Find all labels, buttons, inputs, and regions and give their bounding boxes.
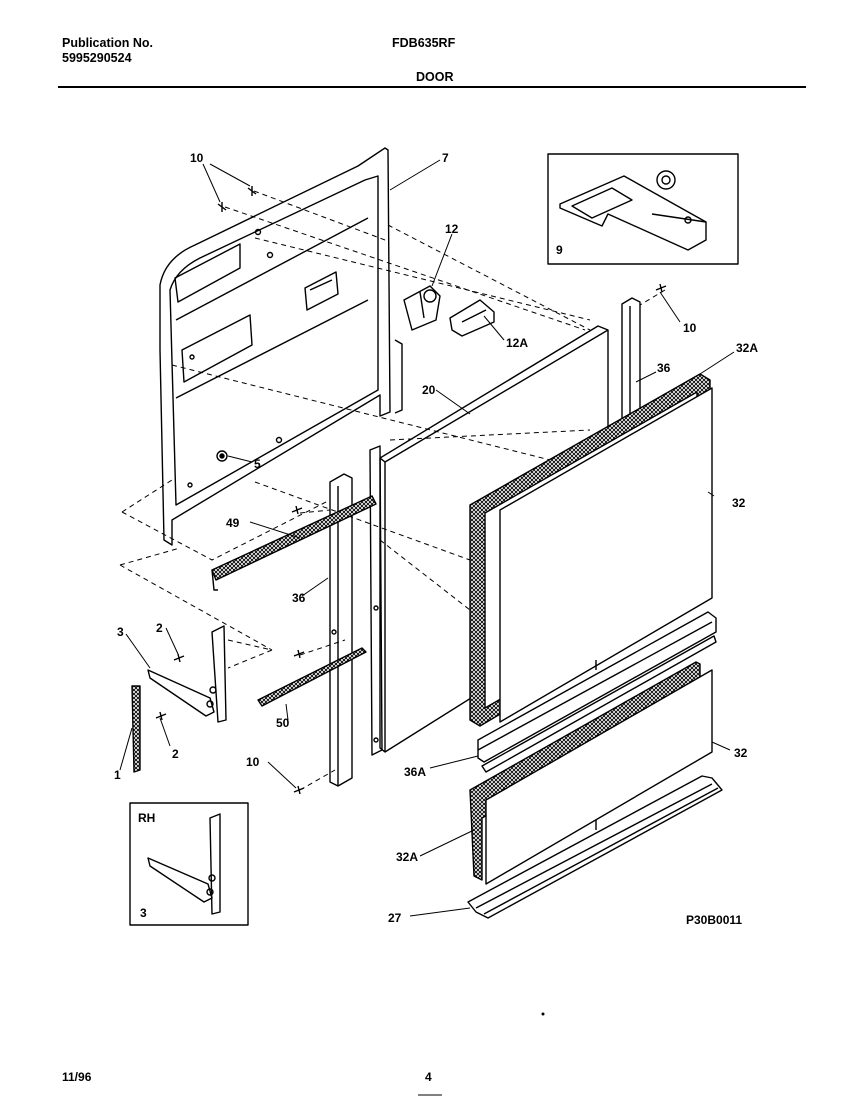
callout-27: 27 — [388, 911, 402, 925]
inset-rh-label: RH — [138, 811, 155, 825]
leader-lines — [119, 159, 735, 917]
kick-plate-27 — [467, 775, 723, 919]
footer-page-number: 4 — [425, 1070, 432, 1084]
lower-panel-32 — [469, 661, 713, 885]
callout-12A: 12A — [506, 336, 528, 350]
callout-32-upper: 32 — [732, 496, 746, 510]
callout-36-right: 36 — [657, 361, 671, 375]
hinge-3 — [147, 625, 227, 723]
screws-2 — [155, 505, 305, 721]
section-title: DOOR — [416, 70, 454, 84]
part-12-switch — [403, 285, 441, 331]
screw-10-right — [655, 283, 667, 293]
callout-7: 7 — [442, 151, 449, 165]
part-49-strip — [211, 495, 377, 591]
callout-3-inset: 3 — [140, 906, 147, 920]
callout-36-left: 36 — [292, 591, 306, 605]
bottom-trim-36A — [477, 611, 717, 773]
callout-3: 3 — [117, 625, 124, 639]
side-trim-36-right — [621, 297, 641, 425]
spring-1 — [131, 685, 141, 773]
footer-date: 11/96 — [62, 1070, 92, 1084]
callout-5: 5 — [254, 457, 261, 471]
callout-50: 50 — [276, 716, 290, 730]
part-12A-latch — [449, 299, 495, 337]
callout-20: 20 — [422, 383, 436, 397]
inner-door-frame — [159, 147, 403, 546]
callout-10-bottom: 10 — [246, 755, 260, 769]
header-divider — [58, 86, 806, 88]
callout-10: 10 — [190, 151, 204, 165]
callout-32A-top: 32A — [736, 341, 758, 355]
stray-dot — [541, 1012, 545, 1016]
part-50-rod — [257, 647, 367, 707]
diagram-ref-code: P30B0011 — [686, 913, 742, 927]
callout-32-lower: 32 — [734, 746, 748, 760]
side-trim-36-left — [329, 473, 353, 787]
callout-12: 12 — [445, 222, 459, 236]
inset-box-rh — [129, 802, 249, 926]
callout-49: 49 — [226, 516, 240, 530]
callout-2-top: 2 — [156, 621, 163, 635]
callout-32A-bottom: 32A — [396, 850, 418, 864]
model-number: FDB635RF — [392, 36, 456, 50]
callout-9: 9 — [556, 243, 563, 257]
callout-2-bottom: 2 — [172, 747, 179, 761]
publication-number: 5995290524 — [62, 51, 132, 65]
screw-10-bottom — [293, 785, 305, 795]
callout-10-right: 10 — [683, 321, 697, 335]
part-5-bumper — [216, 450, 228, 462]
publication-label: Publication No. — [62, 36, 153, 50]
callout-36A: 36A — [404, 765, 426, 779]
inset-box-9 — [547, 153, 739, 265]
callout-1: 1 — [114, 768, 121, 782]
screws-10-top — [217, 186, 257, 212]
